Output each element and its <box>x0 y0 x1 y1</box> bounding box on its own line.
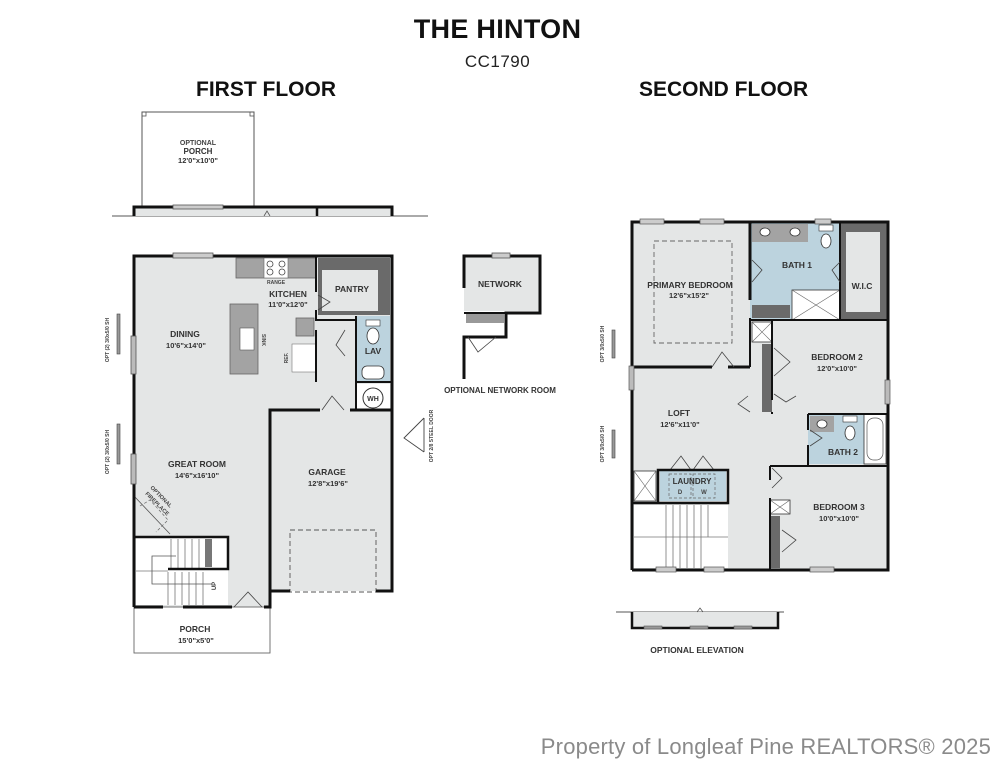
optional-network-room: NETWORK OPTIONAL NETWORK ROOM OPT 2/8 ST… <box>403 252 556 462</box>
loft-dims: 12'6"x11'0" <box>660 420 700 429</box>
optional-porch: OPTIONAL PORCH 12'0"x10'0" <box>141 111 255 208</box>
watermark: Property of Longleaf Pine REALTORS® 2025 <box>540 734 991 759</box>
laundry-label: LAUNDRY <box>673 477 712 486</box>
range-label: RANGE <box>267 280 286 286</box>
lav-label: LAV <box>365 346 382 356</box>
plan-code: CC1790 <box>464 52 531 71</box>
front-porch: PORCH 15'0"x5'0" <box>133 606 271 654</box>
dining-dims: 10'6"x14'0" <box>166 341 206 350</box>
optional-elevation: OPTIONAL ELEVATION <box>616 607 784 655</box>
garage-dims: 12'8"x19'6" <box>308 479 348 488</box>
network-label: NETWORK <box>478 279 523 289</box>
first-floor-walls <box>132 254 394 609</box>
network-caption: OPTIONAL NETWORK ROOM <box>444 386 556 395</box>
bedroom3-label: BEDROOM 3 <box>813 502 865 512</box>
sink-label: SINK <box>260 334 266 346</box>
second-floor-title: SECOND FLOOR <box>639 78 809 101</box>
window-option-note-1: OPT (2) 3/0x5/0 SH <box>105 318 111 363</box>
sink-icon <box>239 327 255 351</box>
dryer-label: D <box>678 490 683 496</box>
porch-label: PORCH <box>180 624 211 634</box>
garage-label: GARAGE <box>308 467 346 477</box>
pantry-label: PANTRY <box>335 284 369 294</box>
primary-bedroom-dims: 12'6"x15'2" <box>669 291 709 300</box>
first-floor-stairs: UP <box>134 535 230 605</box>
primary-bedroom-label: PRIMARY BEDROOM <box>647 280 732 290</box>
garage-door-outline <box>289 529 377 593</box>
ref-label: REF. <box>284 352 290 363</box>
kitchen-dims: 11'0"x12'0" <box>268 300 308 309</box>
optional-porch-tag: OPTIONAL <box>180 140 217 147</box>
window-option-note-2: OPT (2) 3/0x5/0 SH <box>105 430 111 475</box>
great-room-label: GREAT ROOM <box>168 459 226 469</box>
second-floor-walls <box>630 220 890 572</box>
second-floor-window-options: OPT 3/0x5/0 SH OPT 3/0x5/0 SH <box>600 325 616 462</box>
window-option-note-4: OPT 3/0x5/0 SH <box>600 425 606 462</box>
loft-label: LOFT <box>668 408 691 418</box>
plan-title: THE HINTON <box>413 14 582 44</box>
optional-porch-name: PORCH <box>184 147 213 156</box>
porch-dims: 15'0"x5'0" <box>178 636 214 645</box>
up-label: UP <box>212 582 218 590</box>
range-icon <box>263 257 289 279</box>
bedroom3-dims: 10'0"x10'0" <box>819 514 859 523</box>
steel-door-note: OPT 2/8 STEEL DOOR <box>429 409 435 462</box>
washer-label: W <box>701 490 707 496</box>
dining-label: DINING <box>170 329 200 339</box>
bedroom2-label: BEDROOM 2 <box>811 352 863 362</box>
optional-porch-dims: 12'0"x10'0" <box>178 156 218 165</box>
bedroom2-dims: 12'0"x10'0" <box>817 364 857 373</box>
bath2-label: BATH 2 <box>828 447 858 457</box>
wic-label: W.I.C <box>852 281 873 291</box>
wh-label: WH <box>367 396 379 403</box>
elevation-caption: OPTIONAL ELEVATION <box>650 645 744 655</box>
first-floor-plan: OPTIONAL PORCH 12'0"x10'0" WH PANTRY <box>105 111 428 654</box>
great-room-dims: 14'6"x16'10" <box>175 471 219 480</box>
kitchen-label: KITCHEN <box>269 289 307 299</box>
first-floor-window-options: OPT (2) 3/0x5/0 SH OPT (2) 3/0x5/0 SH <box>105 313 121 475</box>
second-floor-plan: W.I.C BATH 1 PRIMARY BEDROOM 12'6"x15'2"… <box>600 218 891 655</box>
first-floor-title: FIRST FLOOR <box>196 78 336 101</box>
first-floor-elevation-strip <box>112 204 428 217</box>
refrigerator <box>291 343 317 373</box>
window-option-note-3: OPT 3/0x5/0 SH <box>600 325 606 362</box>
bath1-label: BATH 1 <box>782 260 812 270</box>
